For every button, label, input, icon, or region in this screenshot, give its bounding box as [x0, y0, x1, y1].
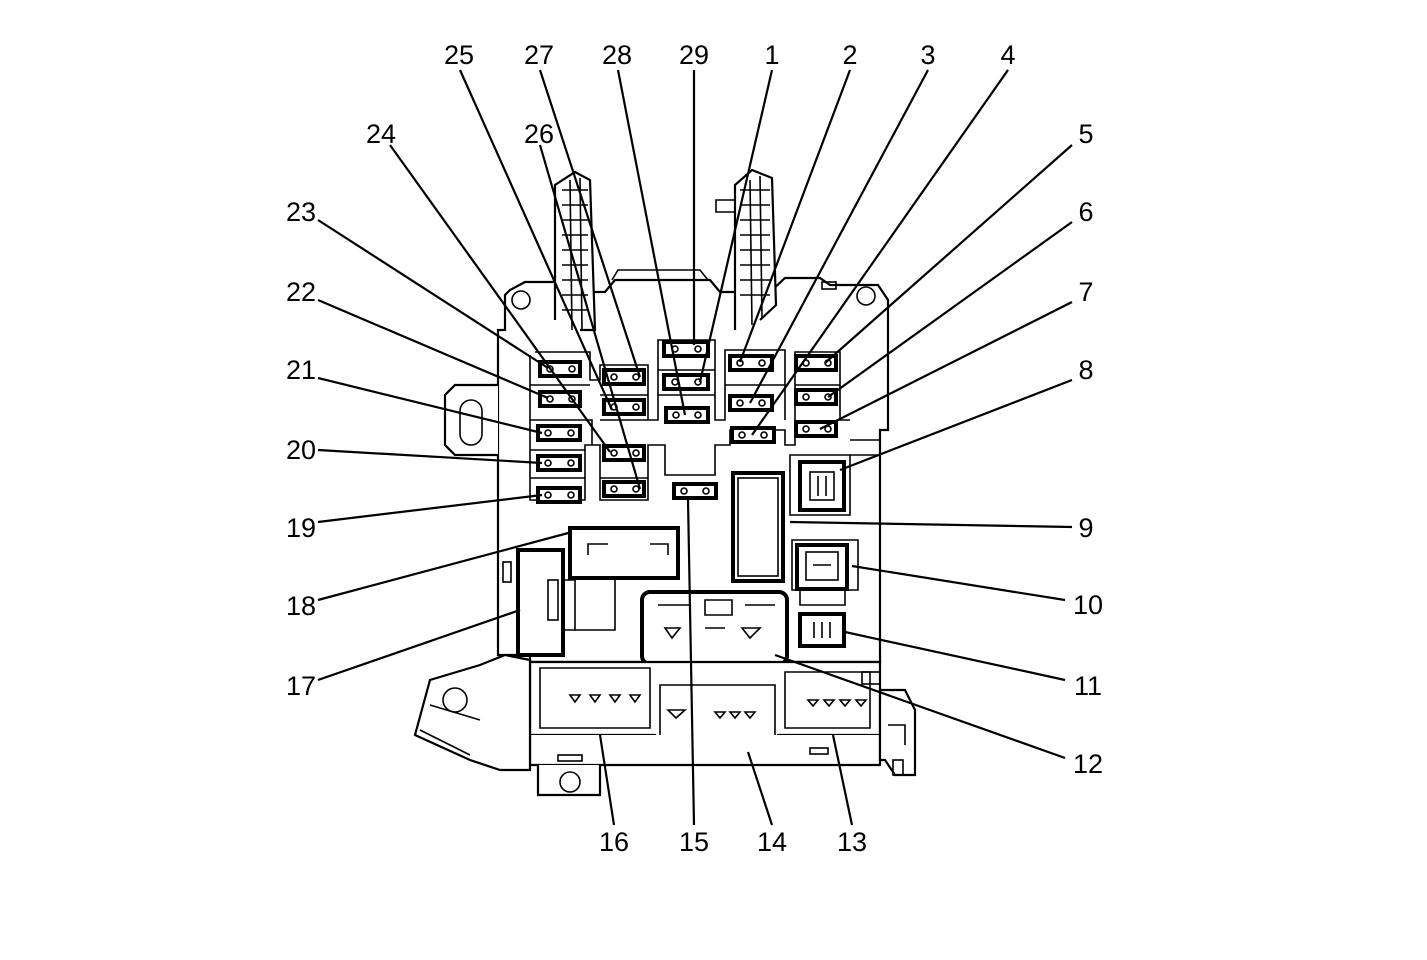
- callout-3: 3: [920, 40, 935, 70]
- relay-11: [798, 612, 846, 648]
- relay-12: [640, 590, 789, 666]
- leader-26: [538, 144, 642, 490]
- leader-21: [317, 376, 543, 435]
- callout-26: 26: [524, 119, 554, 149]
- callout-13: 13: [837, 827, 867, 857]
- callout-12: 12: [1073, 749, 1103, 779]
- leader-17: [317, 608, 521, 682]
- leader-15: [686, 499, 696, 826]
- callout-14: 14: [757, 827, 787, 857]
- leader-6: [827, 221, 1073, 398]
- callout-17: 17: [286, 671, 316, 701]
- left-latch: [553, 170, 597, 332]
- callout-29: 29: [679, 40, 709, 70]
- leader-2: [738, 69, 852, 363]
- callout-6: 6: [1078, 197, 1093, 227]
- callout-8: 8: [1078, 355, 1093, 385]
- callout-20: 20: [286, 435, 316, 465]
- fuse-15: [672, 482, 718, 500]
- leader-9: [789, 520, 1073, 529]
- leader-7: [819, 301, 1073, 430]
- callout-25: 25: [444, 40, 474, 70]
- relay-9: [731, 471, 785, 583]
- leader-20: [317, 448, 543, 465]
- fuse-23: [538, 360, 582, 378]
- leader-25: [458, 69, 614, 411]
- leader-1: [698, 69, 774, 383]
- leader-11: [844, 630, 1066, 682]
- lower-connectors: [413, 653, 917, 797]
- callout-15: 15: [679, 827, 709, 857]
- callout-23: 23: [286, 197, 316, 227]
- callout-5: 5: [1078, 119, 1093, 149]
- fuse-22: [538, 390, 582, 408]
- callout-28: 28: [602, 40, 632, 70]
- leader-28: [616, 69, 687, 416]
- leader-3: [749, 69, 929, 404]
- fuse-2: [728, 354, 774, 372]
- leader-8: [839, 378, 1073, 472]
- leader-16: [598, 734, 616, 826]
- callout-18: 18: [286, 591, 316, 621]
- fuse-1: [662, 373, 710, 391]
- fuse-21: [536, 424, 582, 442]
- callout-2: 2: [842, 40, 857, 70]
- relay-18: [568, 526, 680, 580]
- callout-16: 16: [599, 827, 629, 857]
- callout-27: 27: [524, 40, 554, 70]
- fuse-19: [536, 486, 582, 504]
- leader-22: [317, 298, 549, 400]
- callout-4: 4: [1000, 40, 1015, 70]
- leader-10: [851, 564, 1066, 602]
- leader-5: [824, 144, 1073, 364]
- fuse-27: [602, 368, 646, 386]
- leader-19: [317, 493, 543, 524]
- leader-14: [746, 751, 774, 826]
- callout-24: 24: [366, 119, 396, 149]
- leader-13: [831, 734, 854, 826]
- callout-1: 1: [764, 40, 779, 70]
- callout-7: 7: [1078, 277, 1093, 307]
- fuse-28: [664, 406, 710, 424]
- leader-lines: [317, 69, 1073, 826]
- leader-23: [317, 219, 549, 369]
- callout-10: 10: [1073, 590, 1103, 620]
- callout-22: 22: [286, 277, 316, 307]
- leader-18: [317, 530, 573, 602]
- fuse-24: [602, 444, 646, 462]
- mini-fuses: [536, 340, 838, 504]
- relay-10: [791, 539, 859, 606]
- fuse-26: [602, 480, 646, 498]
- fuse-cavity-grid: [529, 339, 850, 501]
- callout-21: 21: [286, 355, 316, 385]
- leader-27: [538, 69, 642, 378]
- leader-24: [389, 144, 611, 453]
- fuse-20: [536, 454, 582, 472]
- relay-8: [789, 454, 851, 516]
- fuse-6: [794, 388, 838, 406]
- callout-19: 19: [286, 513, 316, 543]
- relay-17: [502, 548, 616, 657]
- leader-12: [774, 653, 1066, 760]
- callout-11: 11: [1074, 671, 1102, 701]
- callout-9: 9: [1078, 513, 1093, 543]
- relays: [502, 454, 859, 666]
- callout-labels: 1 2 3 4 5 6 7 8 9 10 11 12 13 14 15 16 1…: [286, 40, 1103, 857]
- right-latch: [715, 168, 778, 330]
- leader-4: [751, 69, 1009, 436]
